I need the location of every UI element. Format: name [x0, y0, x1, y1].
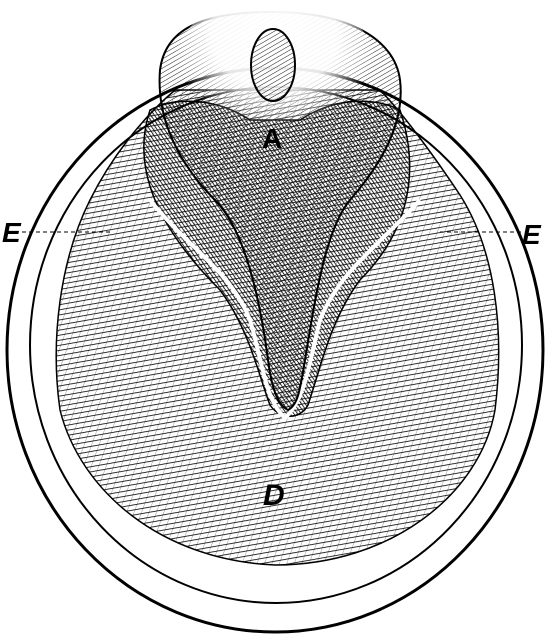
label-e-left: E [2, 217, 22, 248]
label-a: A [262, 123, 282, 154]
frog-knob [251, 29, 295, 101]
label-d: D [263, 479, 285, 512]
label-e-right: E [522, 219, 542, 250]
